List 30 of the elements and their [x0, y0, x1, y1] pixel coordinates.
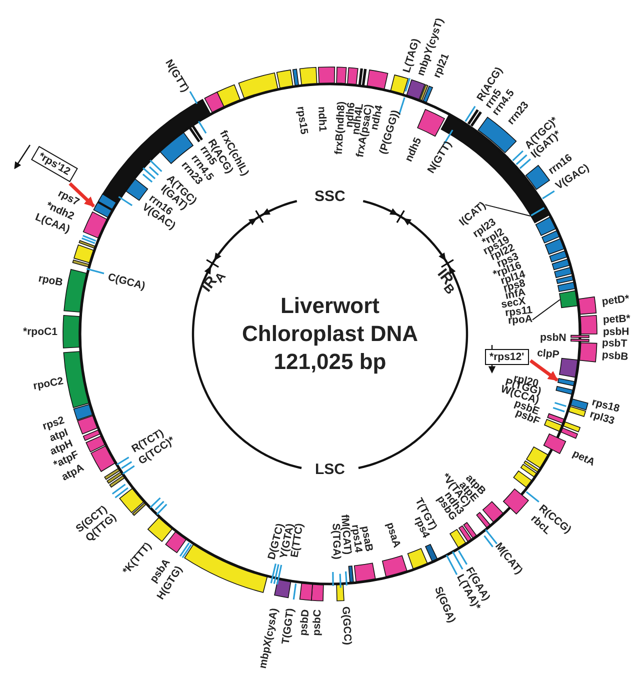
gene-label: T(GGT): [281, 608, 298, 645]
arrow: [530, 359, 558, 382]
gene-label: rps15: [294, 106, 310, 136]
gene-label: psbN: [540, 332, 566, 344]
gene-label: clpP: [536, 348, 560, 361]
gene-label: *rpoC1: [22, 326, 58, 338]
gene-label: rpoB: [37, 273, 64, 288]
gene-label: psbB: [602, 350, 629, 364]
gene-label: psbH: [602, 326, 630, 338]
gene-label: ndh5: [404, 136, 424, 164]
genome-title: Liverwort Chloroplast DNA 121,025 bp: [241, 292, 419, 376]
gene-label: rpoC2: [32, 376, 65, 393]
gene-label: ndh1: [316, 106, 328, 132]
boxed-gene-label: *rps12': [484, 349, 530, 365]
gene-label: psbT: [602, 338, 628, 350]
gene-label: psbC: [312, 610, 324, 636]
gene-label: frxB(ndh8): [334, 101, 348, 155]
gene-label: petB*: [602, 313, 630, 326]
gene-label: psbD: [298, 609, 312, 637]
gene-label: C(GCA): [106, 272, 146, 292]
gene-label: petA: [570, 448, 597, 468]
region-label: LSC: [315, 462, 345, 478]
leader-line: [484, 204, 531, 216]
region-label: SSC: [314, 189, 346, 205]
gene-label: G(GCC): [339, 606, 352, 646]
gene-label: petD*: [601, 293, 630, 308]
leader-line: [532, 299, 560, 320]
gene-label: psaA: [384, 522, 402, 550]
arrow: [68, 182, 95, 208]
gene-label: S(TGA): [329, 524, 342, 560]
